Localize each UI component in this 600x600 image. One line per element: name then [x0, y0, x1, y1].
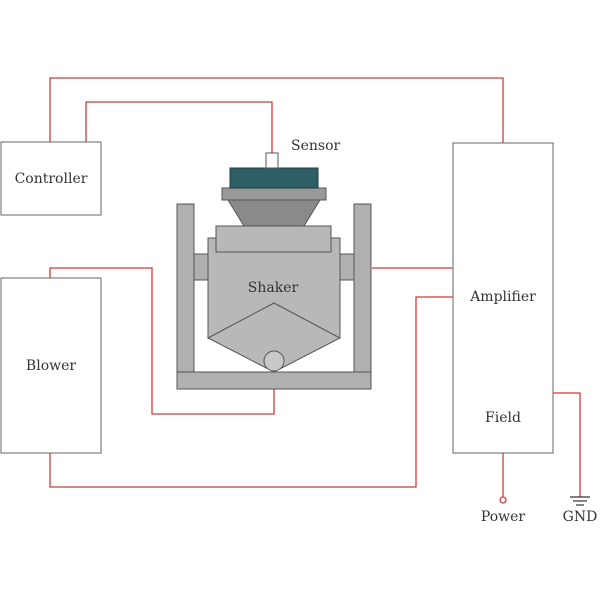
- blower-shaker-wire: [49, 267, 275, 415]
- blower-block: Blower: [0, 277, 102, 454]
- controller-block: Controller: [0, 141, 102, 216]
- blower-label: Blower: [26, 358, 76, 374]
- amplifier-label: Amplifier: [469, 289, 536, 305]
- gnd-label: GND: [563, 509, 598, 525]
- field-label: Field: [485, 410, 521, 426]
- shaker-port: [263, 350, 285, 372]
- power-terminal-icon: [499, 496, 507, 504]
- amplifier-box: [452, 142, 554, 454]
- controller-amplifier-wire: [49, 77, 504, 143]
- power-terminal: Power: [481, 496, 526, 525]
- blower-box: [0, 277, 102, 454]
- frame-left-post: [176, 203, 195, 390]
- armature-funnel: [227, 199, 321, 227]
- ground-icon: [570, 496, 590, 506]
- sensor-element: [265, 152, 279, 169]
- amplifier-block: Amplifier Field: [452, 142, 554, 454]
- sensor-label: Sensor: [291, 138, 341, 154]
- armature-plate: [215, 225, 332, 253]
- frame-base: [176, 371, 372, 390]
- test-fixture: [229, 167, 319, 189]
- power-label: Power: [481, 509, 526, 525]
- field-gnd-wire: [553, 392, 581, 497]
- frame-right-post: [353, 203, 372, 390]
- ground-terminal: GND: [563, 496, 598, 525]
- controller-label: Controller: [15, 171, 88, 187]
- shaker-cone: [206, 302, 342, 373]
- test-table: [221, 187, 327, 201]
- controller-sensor-wire: [85, 101, 273, 153]
- blower-amplifier-wire: [49, 296, 453, 488]
- shaker-assembly: Shaker: [176, 152, 372, 390]
- controller-box: [0, 141, 102, 216]
- wires: [49, 77, 581, 497]
- shaker-label: Shaker: [248, 280, 299, 296]
